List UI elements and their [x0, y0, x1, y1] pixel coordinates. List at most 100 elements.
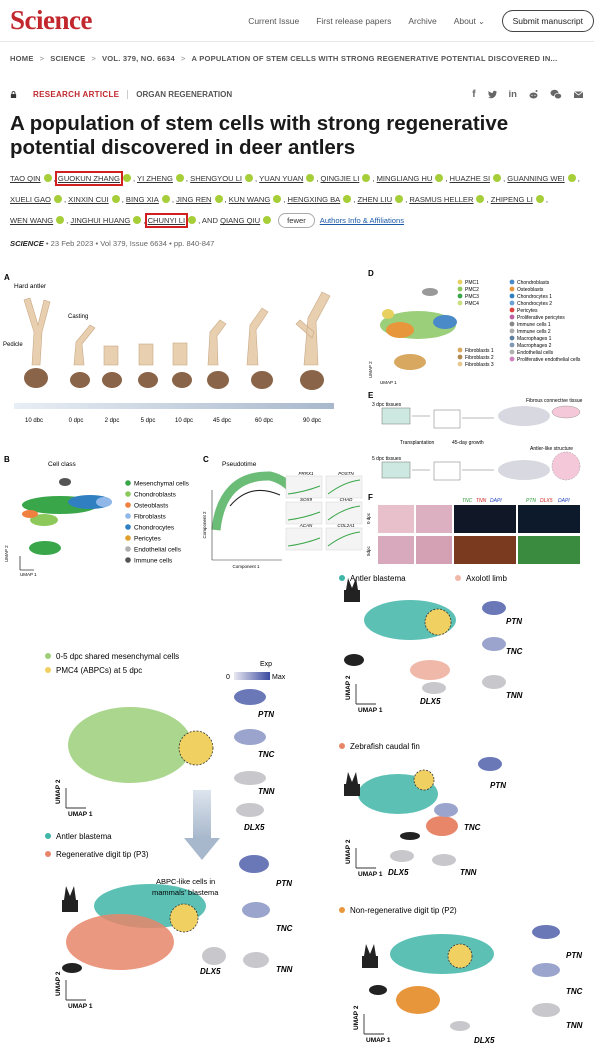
orcid-icon[interactable]: [362, 174, 371, 182]
article-subject[interactable]: ORGAN REGENERATION: [136, 90, 233, 99]
comma: ,: [503, 174, 508, 183]
crumb-home[interactable]: HOME: [10, 54, 34, 63]
legend-label: Pericytes: [134, 536, 161, 543]
orcid-icon[interactable]: [56, 216, 65, 224]
comma: ,: [283, 195, 288, 204]
crumb-volume[interactable]: VOL. 379, NO. 6634: [102, 54, 175, 63]
orcid-icon[interactable]: [535, 195, 544, 203]
legend-dot: [339, 743, 345, 749]
author-name[interactable]: ZHEN LIU: [357, 195, 393, 204]
nav-current-issue[interactable]: Current Issue: [248, 15, 300, 26]
author-name[interactable]: WEN WANG: [10, 216, 54, 225]
nav-about[interactable]: About⌄: [454, 16, 485, 26]
orcid-icon[interactable]: [263, 216, 272, 224]
author-name[interactable]: QINGJIE LI: [320, 174, 360, 183]
author-name[interactable]: MINGLIANG HU: [376, 174, 433, 183]
twitter-icon[interactable]: [487, 89, 498, 100]
orcid-icon[interactable]: [435, 174, 444, 182]
comma: ,: [53, 174, 58, 183]
author-name[interactable]: TAO QIN: [10, 174, 41, 183]
gene-label: DLX5: [244, 823, 265, 832]
exp-zero: 0: [226, 674, 230, 681]
reddit-icon[interactable]: [528, 89, 539, 100]
legend-swatch: [509, 349, 515, 355]
orcid-icon[interactable]: [493, 174, 502, 182]
crumb-science[interactable]: SCIENCE: [50, 54, 86, 63]
down-arrow-head: [184, 838, 220, 860]
journal-name[interactable]: SCIENCE: [10, 239, 44, 248]
gene-feature-plot: [478, 757, 502, 771]
author-name[interactable]: CHUNYI LI: [144, 213, 189, 228]
gene-label: PTN: [506, 617, 522, 626]
orcid-icon[interactable]: [306, 174, 315, 182]
growth-label: 45-day growth: [452, 440, 484, 446]
gene-label: ACAN: [299, 523, 313, 528]
orcid-icon[interactable]: [476, 195, 485, 203]
orcid-icon[interactable]: [273, 195, 282, 203]
author-name[interactable]: GUANNING WEI: [507, 174, 565, 183]
submit-manuscript-button[interactable]: Submit manuscript: [501, 9, 594, 32]
authors-info-link[interactable]: Authors Info & Affiliations: [319, 216, 405, 225]
orcid-icon[interactable]: [395, 195, 404, 203]
author-name[interactable]: GUOKUN ZHANG: [54, 171, 123, 186]
author-name[interactable]: JING REN: [176, 195, 212, 204]
marker-dapi: DAPI: [490, 498, 502, 504]
graphical-abstract-figure[interactable]: A Hard antler Casting Pedicle 10 dbc 0 d…: [0, 270, 594, 1049]
author-name[interactable]: XINXIN CUI: [68, 195, 109, 204]
orcid-icon[interactable]: [175, 174, 184, 182]
comma: ,: [132, 174, 138, 183]
gene-label: TNC: [276, 924, 293, 933]
panel-e-label: E: [368, 391, 374, 400]
orcid-icon[interactable]: [133, 216, 142, 224]
author-name[interactable]: ZHIPENG LI: [490, 195, 533, 204]
orcid-icon[interactable]: [188, 216, 197, 224]
author-name[interactable]: YI ZHENG: [137, 174, 173, 183]
orcid-icon[interactable]: [567, 174, 576, 182]
orcid-icon[interactable]: [161, 195, 170, 203]
nav-first-release[interactable]: First release papers: [316, 15, 392, 26]
orcid-icon[interactable]: [245, 174, 254, 182]
orcid-icon[interactable]: [122, 174, 131, 182]
orcid-icon[interactable]: [214, 195, 223, 203]
author-name[interactable]: XUELI GAO: [10, 195, 51, 204]
umap-axes: [363, 1014, 384, 1035]
deer-silhouette: [344, 772, 360, 796]
author-name[interactable]: HUAZHE SI: [449, 174, 491, 183]
author-name[interactable]: QIANG QIU: [220, 216, 261, 225]
orcid-icon[interactable]: [343, 195, 352, 203]
author-name[interactable]: HENGXING BA: [287, 195, 341, 204]
science-logo[interactable]: Science: [10, 5, 92, 35]
pseudotime-trajectory: [211, 471, 298, 531]
wechat-icon[interactable]: [550, 89, 562, 100]
nav-archive[interactable]: Archive: [408, 15, 437, 26]
linkedin-icon[interactable]: in: [508, 89, 517, 100]
legend-label: Endothelial cells: [134, 547, 182, 554]
orcid-icon[interactable]: [53, 195, 62, 203]
abpc-cluster: [178, 730, 214, 766]
timeline-arrow: [14, 403, 334, 409]
antler-like-label: Antler-like structure: [530, 446, 573, 452]
fewer-authors-button[interactable]: fewer: [278, 213, 315, 228]
email-icon[interactable]: [573, 89, 584, 100]
legend-swatch: [125, 524, 131, 530]
author-name[interactable]: RASMUS HELLER: [409, 195, 474, 204]
casting-label: Casting: [68, 314, 88, 320]
author-name[interactable]: JINGHUI HUANG: [70, 216, 131, 225]
orcid-icon[interactable]: [43, 174, 52, 182]
deer-heads: [24, 368, 324, 390]
author-name[interactable]: KUN WANG: [228, 195, 271, 204]
pub-volume[interactable]: Vol 379, Issue 6634: [100, 239, 167, 248]
legend-label: Fibroblasts 2: [465, 355, 494, 361]
author-name[interactable]: SHENGYOU LI: [190, 174, 243, 183]
author-name[interactable]: BING XIA: [125, 195, 159, 204]
gene-trend-line: [287, 511, 321, 521]
author-name[interactable]: YUAN YUAN: [259, 174, 304, 183]
p2-umap: [390, 934, 494, 1014]
legend-swatch: [509, 314, 515, 320]
gene-feature-plot: [236, 803, 264, 817]
orcid-icon[interactable]: [111, 195, 120, 203]
gene-label: CHAD: [340, 497, 354, 502]
facebook-icon[interactable]: f: [472, 89, 476, 100]
